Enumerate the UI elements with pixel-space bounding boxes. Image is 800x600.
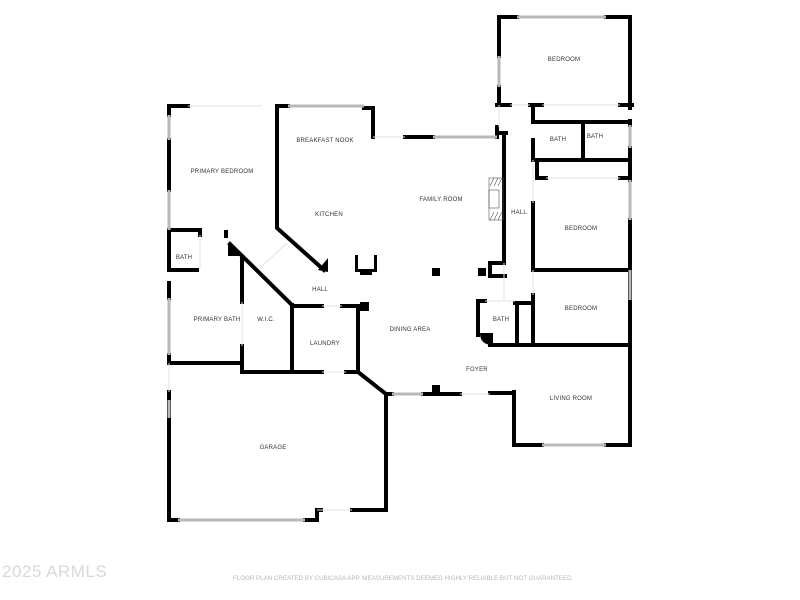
room-label-bath-west: BATH	[175, 255, 193, 261]
windows	[167, 15, 632, 522]
room-label-family-room: FAMILY ROOM	[419, 197, 463, 203]
room-label-bedroom-north: BEDROOM	[547, 57, 581, 63]
room-label-wic: W.I.C.	[257, 317, 275, 323]
room-label-bath-center: BATH	[492, 317, 510, 323]
room-label-primary-bath: PRIMARY BATH	[193, 317, 241, 323]
room-label-kitchen: KITCHEN	[315, 212, 343, 218]
disclaimer-text: FLOOR PLAN CREATED BY CUBICASA APP. MEAS…	[233, 575, 574, 582]
copyright-watermark: 2025 ARMLS	[2, 562, 108, 581]
room-label-living-room: LIVING ROOM	[549, 396, 593, 402]
room-label-hall-center: HALL	[312, 287, 328, 293]
openings	[168, 104, 620, 511]
room-label-laundry: LAUNDRY	[310, 341, 340, 347]
room-label-hall-east: HALL	[511, 210, 527, 216]
room-label-breakfast-nook: BREAKFAST NOOK	[296, 138, 354, 144]
room-label-dining-area: DINING AREA	[389, 327, 431, 333]
room-label-bedroom-south: BEDROOM	[564, 306, 598, 312]
room-label-bath-upper-right: BATH	[586, 134, 604, 140]
room-label-garage: GARAGE	[259, 445, 287, 451]
room-label-bedroom-middle: BEDROOM	[564, 226, 598, 232]
room-label-foyer: FOYER	[466, 367, 488, 373]
room-label-bath-upper-left: BATH	[549, 137, 567, 143]
room-label-primary-bedroom: PRIMARY BEDROOM	[190, 169, 254, 175]
columns	[224, 231, 493, 394]
fireplace	[488, 177, 504, 221]
